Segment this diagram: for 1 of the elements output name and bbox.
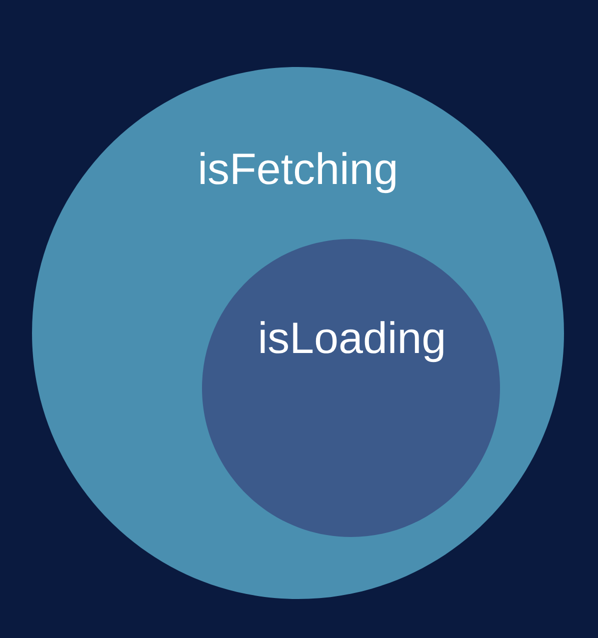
circle-node: isLoading bbox=[202, 239, 500, 537]
